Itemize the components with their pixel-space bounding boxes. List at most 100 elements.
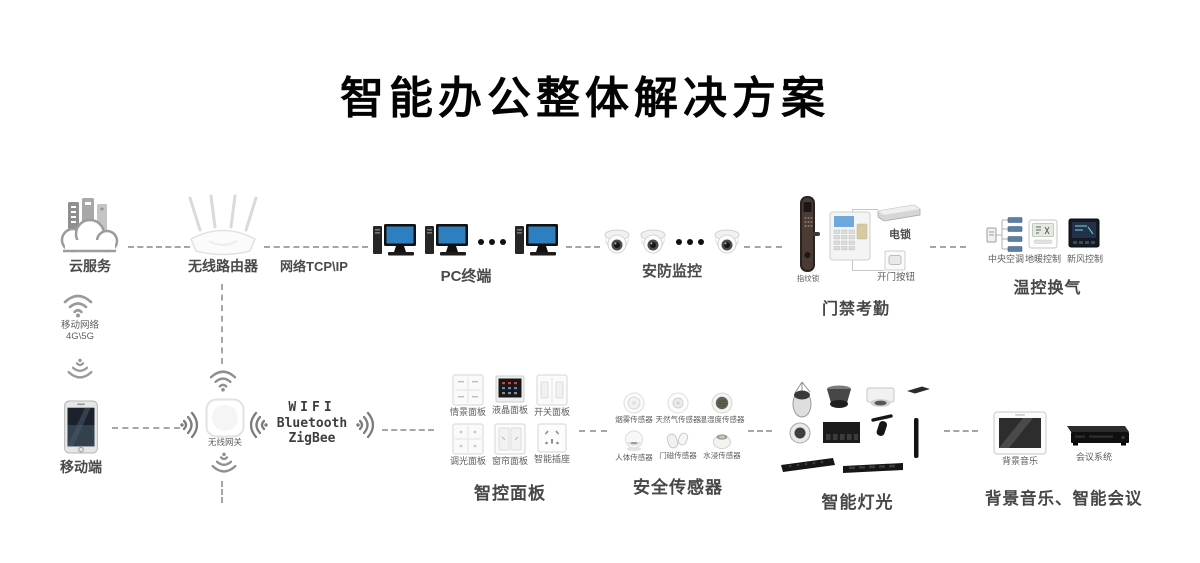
network-tcpip-label: 网络TCP\IP xyxy=(280,259,348,274)
connector-pc-cctv xyxy=(566,246,600,248)
signal-waves-right-icon xyxy=(356,411,374,439)
sensor-cell: 温湿度传感器 xyxy=(699,392,745,424)
motion-sensor-label: 人体传感器 xyxy=(615,453,653,463)
gas-sensor-label: 天然气传感器 xyxy=(655,415,701,424)
node-cloud-service: 云服务 xyxy=(50,196,130,276)
connector-cloud-router xyxy=(128,246,190,248)
mobile-network-4g5g-label: 4G\5G xyxy=(66,331,94,342)
page-title: 智能办公整体解决方案 xyxy=(340,74,830,123)
security-sensors-label: 安全传感器 xyxy=(633,477,723,497)
panel-cell: 窗帘面板 xyxy=(490,423,530,467)
connector-sensors-lighting xyxy=(748,430,772,432)
av-system-label: 背景音乐、智能会议 xyxy=(985,490,1143,508)
door-sensor-icon xyxy=(666,432,689,449)
access-control-label: 门禁考勤 xyxy=(821,301,890,318)
switch-panel-label: 开关面板 xyxy=(533,407,570,417)
protocol-zigbee: ZigBee xyxy=(288,431,336,447)
hvac-label: 温控换气 xyxy=(1013,280,1082,297)
dome-camera-icon xyxy=(604,229,630,254)
smart-socket-icon xyxy=(537,423,567,453)
dimmer-panel-label: 调光面板 xyxy=(449,455,486,466)
sensor-cell: 人体传感器 xyxy=(613,430,655,462)
connector-mobile-gateway xyxy=(112,427,180,429)
node-pc-terminals: PC终端 xyxy=(368,222,564,286)
floor-heating-thermostat-icon xyxy=(1028,219,1058,249)
fresh-air-label: 新风控制 xyxy=(1066,254,1103,264)
protocol-wifi: WIFI xyxy=(288,400,336,415)
smoke-sensor-icon xyxy=(623,392,645,414)
protocols-text: WIFI Bluetooth ZigBee xyxy=(268,400,356,447)
panel-cell: 开关面板 xyxy=(532,374,572,418)
connector-gateway-panels xyxy=(382,429,434,431)
curtain-panel-label: 窗帘面板 xyxy=(491,455,528,466)
node-security-monitoring: 安防监控 xyxy=(602,228,742,281)
curtain-panel-icon xyxy=(494,423,526,455)
node-access-control: 指纹锁 电锁 开门按钮 门禁考勤 xyxy=(786,193,926,325)
signal-waves-icon xyxy=(180,411,198,439)
lcd-panel-label: 液晶面板 xyxy=(491,405,528,415)
wifi-icon-inverted xyxy=(211,452,237,473)
electric-lock-label: 电锁 xyxy=(889,229,911,241)
switch-panel-icon xyxy=(536,374,568,406)
connector-router-pc xyxy=(264,246,368,248)
cloud-server-icon xyxy=(60,198,119,253)
scene-panel-label: 情景面板 xyxy=(449,407,486,417)
gas-sensor-icon xyxy=(667,392,689,414)
sensor-cell: 门磁传感器 xyxy=(657,430,699,462)
node-av-system: 背景音乐 会议系统 背景音乐、智能会议 xyxy=(985,405,1143,515)
connector-panels-sensors xyxy=(579,430,607,432)
wireless-router-label: 无线路由器 xyxy=(188,258,258,274)
connector-access-hvac xyxy=(930,246,966,248)
wifi-icon-inverted xyxy=(67,358,93,379)
node-security-sensors: 烟雾传感器 天然气传感器 温湿度传感器 xyxy=(612,392,745,498)
door-sensor-label: 门磁传感器 xyxy=(659,451,697,461)
lcd-panel-icon xyxy=(495,375,525,403)
scene-panel-icon xyxy=(452,374,484,406)
node-hvac: 中央空调 地暖控制 新风控制 温控换气 xyxy=(980,212,1115,304)
light-fixtures-icon xyxy=(781,381,930,473)
node-wireless-router: 无线路由器 xyxy=(184,194,262,276)
fingerprint-lock-label: 指纹锁 xyxy=(796,274,820,283)
security-monitoring-label: 安防监控 xyxy=(641,263,702,280)
central-ac-icon xyxy=(986,217,1023,252)
ellipsis-dots xyxy=(674,239,706,245)
connector-gateway-down xyxy=(221,481,223,503)
pc-icon xyxy=(373,224,416,256)
floor-heating-label: 地暖控制 xyxy=(1024,254,1061,264)
dome-camera-icon xyxy=(714,229,740,254)
electric-lock-icon xyxy=(877,204,921,222)
temp-humidity-sensor-label: 温湿度传感器 xyxy=(699,415,745,424)
conference-host-icon xyxy=(1067,426,1129,446)
node-gateway: 无线网关 xyxy=(203,398,247,447)
bgm-panel-icon xyxy=(993,411,1047,455)
bgm-label: 背景音乐 xyxy=(1001,456,1038,466)
panel-cell: 液晶面板 xyxy=(490,374,530,418)
door-button-icon xyxy=(884,250,906,271)
door-button-label: 开门按钮 xyxy=(876,272,915,283)
dome-camera-icon xyxy=(640,229,666,254)
wifi-icon xyxy=(209,370,237,392)
panel-cell: 情景面板 xyxy=(448,374,488,418)
water-leak-sensor-label: 水浸传感器 xyxy=(703,451,741,461)
gateway-label: 无线网关 xyxy=(207,437,242,447)
router-icon xyxy=(188,194,258,256)
pc-terminals-label: PC终端 xyxy=(440,268,492,285)
pc-icon xyxy=(425,224,468,256)
connector-cctv-access xyxy=(744,246,782,248)
pc-icon xyxy=(515,224,558,256)
motion-sensor-icon xyxy=(625,430,643,452)
panel-cell: 调光面板 xyxy=(448,423,488,467)
gateway-icon xyxy=(205,398,245,438)
sensor-cell: 天然气传感器 xyxy=(655,392,701,424)
sensor-cell: 烟雾传感器 xyxy=(613,392,655,424)
smart-socket-label: 智能插座 xyxy=(533,453,570,464)
panel-cell: 智能插座 xyxy=(532,423,572,467)
smoke-sensor-label: 烟雾传感器 xyxy=(615,415,653,424)
fresh-air-panel-icon xyxy=(1068,218,1100,248)
central-ac-label: 中央空调 xyxy=(987,254,1024,264)
protocol-bluetooth: Bluetooth xyxy=(276,415,348,431)
node-mobile: 移动端 xyxy=(48,400,114,477)
connector-lighting-av xyxy=(944,430,978,432)
mobile-label: 移动端 xyxy=(60,459,102,475)
